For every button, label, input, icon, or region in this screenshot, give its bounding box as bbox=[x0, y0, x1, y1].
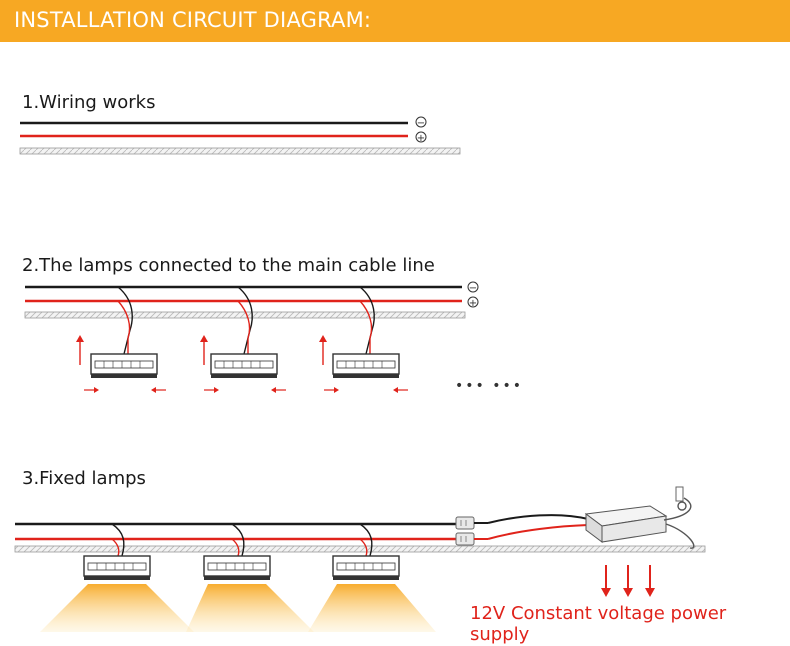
lamp bbox=[40, 523, 194, 632]
page-title: INSTALLATION CIRCUIT DIAGRAM: bbox=[14, 8, 372, 32]
header-bar: INSTALLATION CIRCUIT DIAGRAM: bbox=[0, 0, 790, 42]
negative-symbol: − bbox=[417, 118, 425, 129]
wire-connector-icon bbox=[455, 516, 488, 530]
step-3-fixed bbox=[14, 486, 706, 632]
arrow-up-icon bbox=[319, 335, 327, 342]
power-supply-label: 12V Constant voltage power supply bbox=[470, 603, 727, 645]
wire-connector-icon bbox=[455, 532, 488, 546]
more-lamps-indicator: ••• ••• bbox=[455, 378, 523, 394]
lamp bbox=[76, 286, 166, 393]
positive-terminal-icon: + bbox=[415, 131, 427, 144]
step-1-title: 1.Wiring works bbox=[22, 92, 156, 113]
power-supply-icon bbox=[584, 505, 668, 543]
step-1-wiring: − + bbox=[19, 116, 461, 155]
light-beam bbox=[40, 584, 194, 632]
step-3-title: 3.Fixed lamps bbox=[22, 468, 146, 489]
plug-icon bbox=[675, 486, 687, 511]
lamp bbox=[308, 523, 436, 632]
arrow-up-icon bbox=[76, 335, 84, 342]
profile-rail bbox=[24, 311, 466, 319]
positive-symbol: + bbox=[417, 133, 425, 144]
lamp bbox=[319, 286, 408, 393]
profile-rail bbox=[14, 545, 706, 553]
positive-terminal-icon: + bbox=[467, 296, 479, 309]
arrow-down-icon bbox=[645, 565, 655, 597]
step-2-connection: − + bbox=[24, 281, 523, 394]
arrow-down-icon bbox=[623, 565, 633, 597]
lamp bbox=[200, 286, 286, 393]
step-2-title: 2.The lamps connected to the main cable … bbox=[22, 255, 435, 276]
lamp bbox=[186, 523, 314, 632]
light-beam bbox=[186, 584, 314, 632]
profile-rail bbox=[19, 147, 461, 155]
arrow-down-icon bbox=[601, 565, 611, 597]
negative-terminal-icon: − bbox=[467, 281, 479, 294]
positive-symbol: + bbox=[469, 298, 477, 309]
light-beam bbox=[308, 584, 436, 632]
negative-symbol: − bbox=[469, 283, 477, 294]
arrow-up-icon bbox=[200, 335, 208, 342]
negative-terminal-icon: − bbox=[415, 116, 427, 129]
